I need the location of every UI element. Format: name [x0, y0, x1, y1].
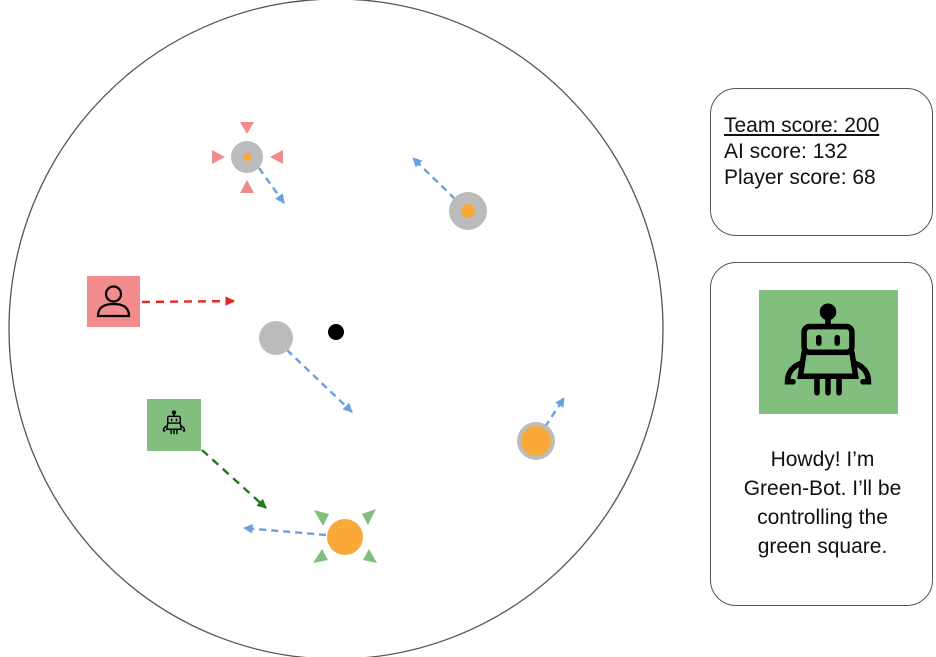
ball-orange-ringed[interactable] — [517, 397, 566, 460]
team-score: Team score: 200 — [724, 114, 880, 137]
green-marker — [313, 549, 328, 563]
red-marker — [240, 180, 254, 193]
red-marker — [212, 150, 225, 164]
green-marker — [363, 549, 377, 563]
bot-message-line: Howdy! I’m — [770, 448, 875, 471]
robot-icon — [784, 303, 872, 396]
bot-message-line: green square. — [757, 535, 888, 558]
robot-icon — [162, 410, 186, 435]
red-marker — [270, 150, 283, 164]
green-marker — [362, 509, 376, 525]
ball-gray-orange[interactable] — [412, 157, 487, 230]
ball-orange-marked[interactable] — [243, 509, 377, 563]
player-score: Player score: 68 — [724, 166, 876, 189]
green-marker — [314, 510, 329, 526]
velocity-arrow — [412, 157, 456, 200]
velocity-arrow — [543, 397, 566, 428]
velocity-arrow — [243, 523, 327, 537]
bot-message-line: controlling the — [757, 506, 888, 529]
bot-message: Howdy! I’m Green-Bot. I’ll be controllin… — [711, 445, 934, 561]
target-dot — [328, 324, 344, 340]
bot-message-line: Green-Bot. I’ll be — [743, 477, 902, 500]
ball-gray-marked[interactable] — [212, 122, 285, 204]
ball-gray[interactable] — [259, 321, 353, 413]
player-square[interactable] — [87, 276, 235, 327]
score-panel: Team score: 200 AI score: 132 Player sco… — [710, 88, 933, 236]
ai-score: AI score: 132 — [724, 140, 848, 163]
bot-message-panel: Howdy! I’m Green-Bot. I’ll be controllin… — [710, 262, 933, 606]
bot-direction-arrow — [201, 449, 267, 509]
bot-portrait — [759, 290, 898, 414]
person-icon — [96, 285, 131, 318]
bot-square[interactable] — [147, 399, 267, 509]
velocity-arrow — [286, 349, 353, 413]
player-direction-arrow — [141, 296, 235, 306]
red-marker — [240, 122, 254, 134]
